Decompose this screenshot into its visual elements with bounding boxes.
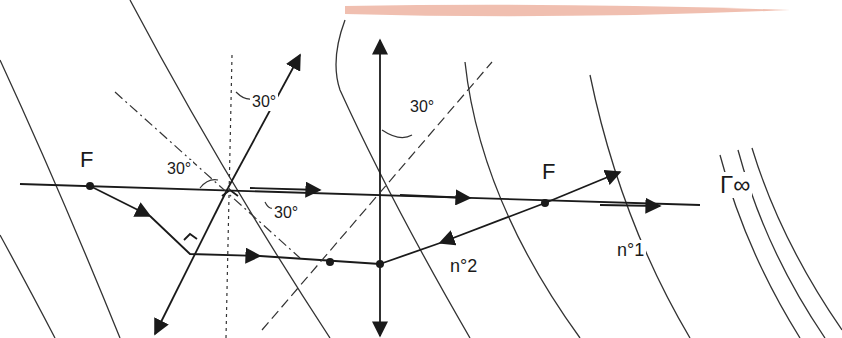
diagram-label: 30° [408,98,436,116]
diagram-label: 30° [165,160,193,178]
diagram-label: n°1 [615,240,646,260]
diagram-label: F [78,148,95,172]
diagram-label: F [540,160,557,184]
rays [20,40,700,336]
red-smudge [345,5,790,17]
diagram-label: 30° [250,93,278,111]
diagram-label: n°2 [448,256,479,276]
construction-lines [115,55,492,338]
diagram-label: Γ∞ [718,172,752,198]
diagram-label: 30° [272,204,300,222]
